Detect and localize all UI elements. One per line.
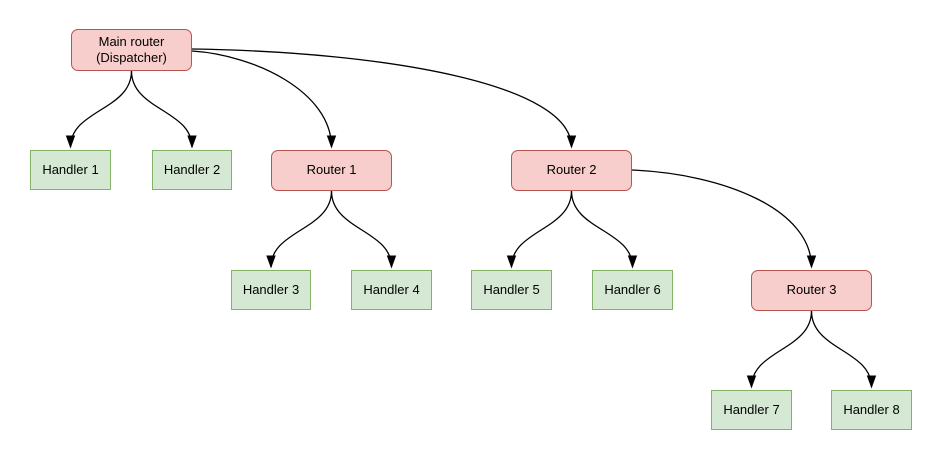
node-router-1-label: Router 1: [306, 162, 357, 178]
node-router-2-label: Router 2: [546, 162, 597, 178]
node-handler-5-label: Handler 5: [483, 281, 540, 297]
node-handler-1-label: Handler 1: [42, 161, 99, 177]
node-handler-6: Handler 6: [592, 270, 673, 310]
node-main-router-label: Main router (Dispatcher): [96, 33, 167, 65]
node-handler-1: Handler 1: [30, 150, 111, 190]
node-handler-3: Handler 3: [231, 270, 311, 310]
edge-router-2-to-handler-6: [570, 190, 638, 269]
edge-router-3-to-handler-7: [746, 310, 813, 389]
node-handler-2: Handler 2: [152, 150, 232, 190]
node-router-1: Router 1: [271, 150, 392, 191]
node-router-3-label: Router 3: [786, 282, 837, 298]
edge-router-1-to-handler-3: [266, 190, 333, 269]
node-handler-8-label: Handler 8: [843, 401, 900, 417]
node-handler-6-label: Handler 6: [604, 281, 661, 297]
edge-main-router-to-router-1: [191, 50, 337, 149]
edge-main-router-to-handler-2: [130, 70, 197, 149]
node-main-router: Main router (Dispatcher): [71, 29, 192, 71]
edge-router-3-to-handler-8: [810, 310, 877, 389]
node-handler-5: Handler 5: [471, 270, 552, 310]
node-handler-7-label: Handler 7: [723, 401, 780, 417]
node-handler-7: Handler 7: [711, 390, 792, 430]
node-router-2: Router 2: [511, 150, 632, 191]
node-handler-4-label: Handler 4: [363, 281, 420, 297]
node-router-3: Router 3: [751, 270, 872, 311]
edge-main-router-to-handler-1: [65, 70, 133, 149]
edge-router-2-to-router-3: [631, 169, 817, 269]
node-handler-8: Handler 8: [831, 390, 912, 430]
node-handler-3-label: Handler 3: [242, 281, 300, 297]
node-handler-4: Handler 4: [351, 270, 432, 310]
edge-router-1-to-handler-4: [330, 190, 397, 269]
node-handler-2-label: Handler 2: [163, 161, 221, 177]
edge-router-2-to-handler-5: [506, 190, 573, 269]
edge-main-router-to-router-2: [191, 48, 577, 149]
